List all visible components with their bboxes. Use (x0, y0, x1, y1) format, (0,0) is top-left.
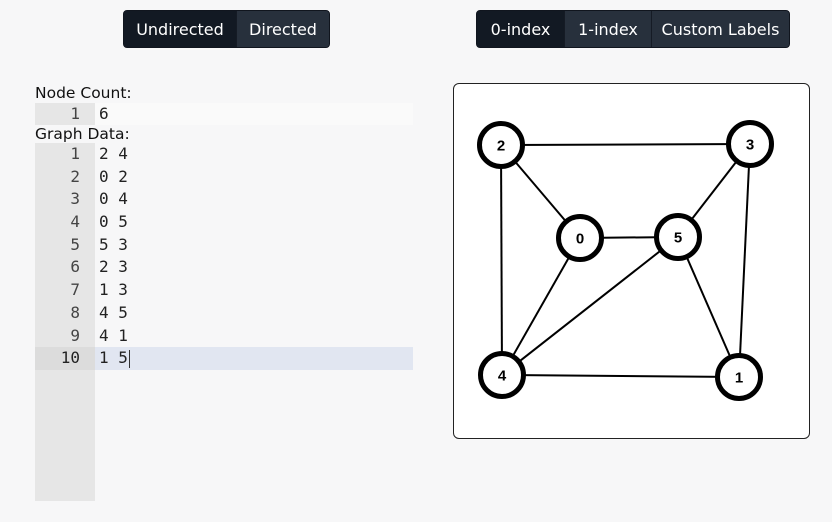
line-number: 8 (70, 302, 80, 322)
custom-labels-button[interactable]: Custom Labels (652, 11, 789, 47)
graph-data-line-text: 0 5 (99, 212, 128, 232)
line-number: 7 (70, 280, 80, 300)
graph-data-line[interactable]: 4 1 (95, 325, 413, 348)
node-circle (726, 120, 774, 168)
line-number: 3 (70, 189, 80, 209)
graph-data-line[interactable]: 1 5 (95, 347, 413, 370)
graph-edge-1-3 (738, 143, 751, 378)
line-number: 10 (35, 347, 95, 370)
line-number: 9 (70, 325, 80, 345)
graph-type-toggle: Undirected Directed (123, 10, 330, 48)
graph-node-0[interactable]: 0 (556, 214, 604, 262)
graph-data-label: Graph Data: (35, 125, 130, 143)
graph-edge-1-5 (677, 236, 740, 378)
graph-data-line-text: 2 4 (99, 144, 128, 163)
graph-svg: 0 1 2 3 4 5 (477, 120, 774, 401)
graph-data-line[interactable]: 0 4 (95, 188, 413, 211)
line-number: 6 (70, 257, 80, 277)
graph-data-line[interactable]: 0 2 (95, 166, 413, 189)
graph-edge-4-5 (501, 236, 679, 376)
node-count-editor[interactable]: 1 6 (35, 103, 417, 125)
graph-data-line[interactable]: 0 5 (95, 211, 413, 234)
node-circle (478, 351, 526, 399)
graph-data-line[interactable]: 5 3 (95, 234, 413, 257)
node-label: 4 (498, 368, 507, 385)
undirected-button[interactable]: Undirected (124, 11, 237, 47)
node-count-label: Node Count: (35, 84, 132, 102)
graph-node-4[interactable]: 4 (478, 351, 526, 399)
graph-data-line[interactable]: 2 4 (95, 143, 413, 166)
graph-data-line-text: 4 5 (99, 302, 128, 322)
node-circle (556, 214, 604, 262)
node-circle (477, 121, 525, 169)
line-number: 1 (70, 144, 80, 163)
graph-edge-2-3 (500, 143, 751, 146)
one-index-button[interactable]: 1-index (565, 11, 652, 47)
graph-data-line-text: 1 3 (99, 280, 128, 300)
graph-edge-2-4 (500, 144, 503, 376)
graph-data-line-text: 0 4 (99, 189, 128, 209)
graph-data-line-text: 4 1 (99, 325, 128, 345)
node-label: 2 (497, 138, 505, 155)
node-circle (654, 213, 702, 261)
line-number: 1 (70, 104, 80, 123)
index-mode-toggle: 0-index 1-index Custom Labels (476, 10, 790, 48)
graph-data-line-text: 2 3 (99, 257, 128, 277)
line-number: 2 (70, 166, 80, 186)
graph-data-line[interactable]: 2 3 (95, 256, 413, 279)
node-label: 0 (576, 231, 584, 248)
line-number: 5 (70, 234, 80, 254)
graph-node-3[interactable]: 3 (726, 120, 774, 168)
node-count-lines: 6 (95, 103, 413, 125)
node-label: 5 (674, 230, 682, 247)
node-label: 3 (746, 137, 754, 154)
graph-edge-4-1 (501, 374, 740, 378)
node-label: 1 (735, 370, 743, 387)
line-number: 4 (70, 212, 80, 232)
graph-node-2[interactable]: 2 (477, 121, 525, 169)
node-count-gutter: 1 (35, 103, 95, 125)
graph-canvas: 0 1 2 3 4 5 (453, 83, 810, 439)
node-count-value[interactable]: 6 (95, 103, 413, 125)
directed-button[interactable]: Directed (237, 11, 329, 47)
graph-data-line[interactable]: 4 5 (95, 302, 413, 325)
graph-data-line-text: 0 2 (99, 166, 128, 186)
graph-data-line-text: 5 3 (99, 234, 128, 254)
graph-data-line[interactable]: 1 3 (95, 279, 413, 302)
graph-node-5[interactable]: 5 (654, 213, 702, 261)
text-cursor (128, 349, 130, 368)
graph-node-1[interactable]: 1 (715, 353, 763, 401)
graph-edge-0-4 (501, 237, 581, 376)
zero-index-button[interactable]: 0-index (477, 11, 565, 47)
node-circle (715, 353, 763, 401)
graph-data-line-text: 1 5 (99, 348, 128, 368)
